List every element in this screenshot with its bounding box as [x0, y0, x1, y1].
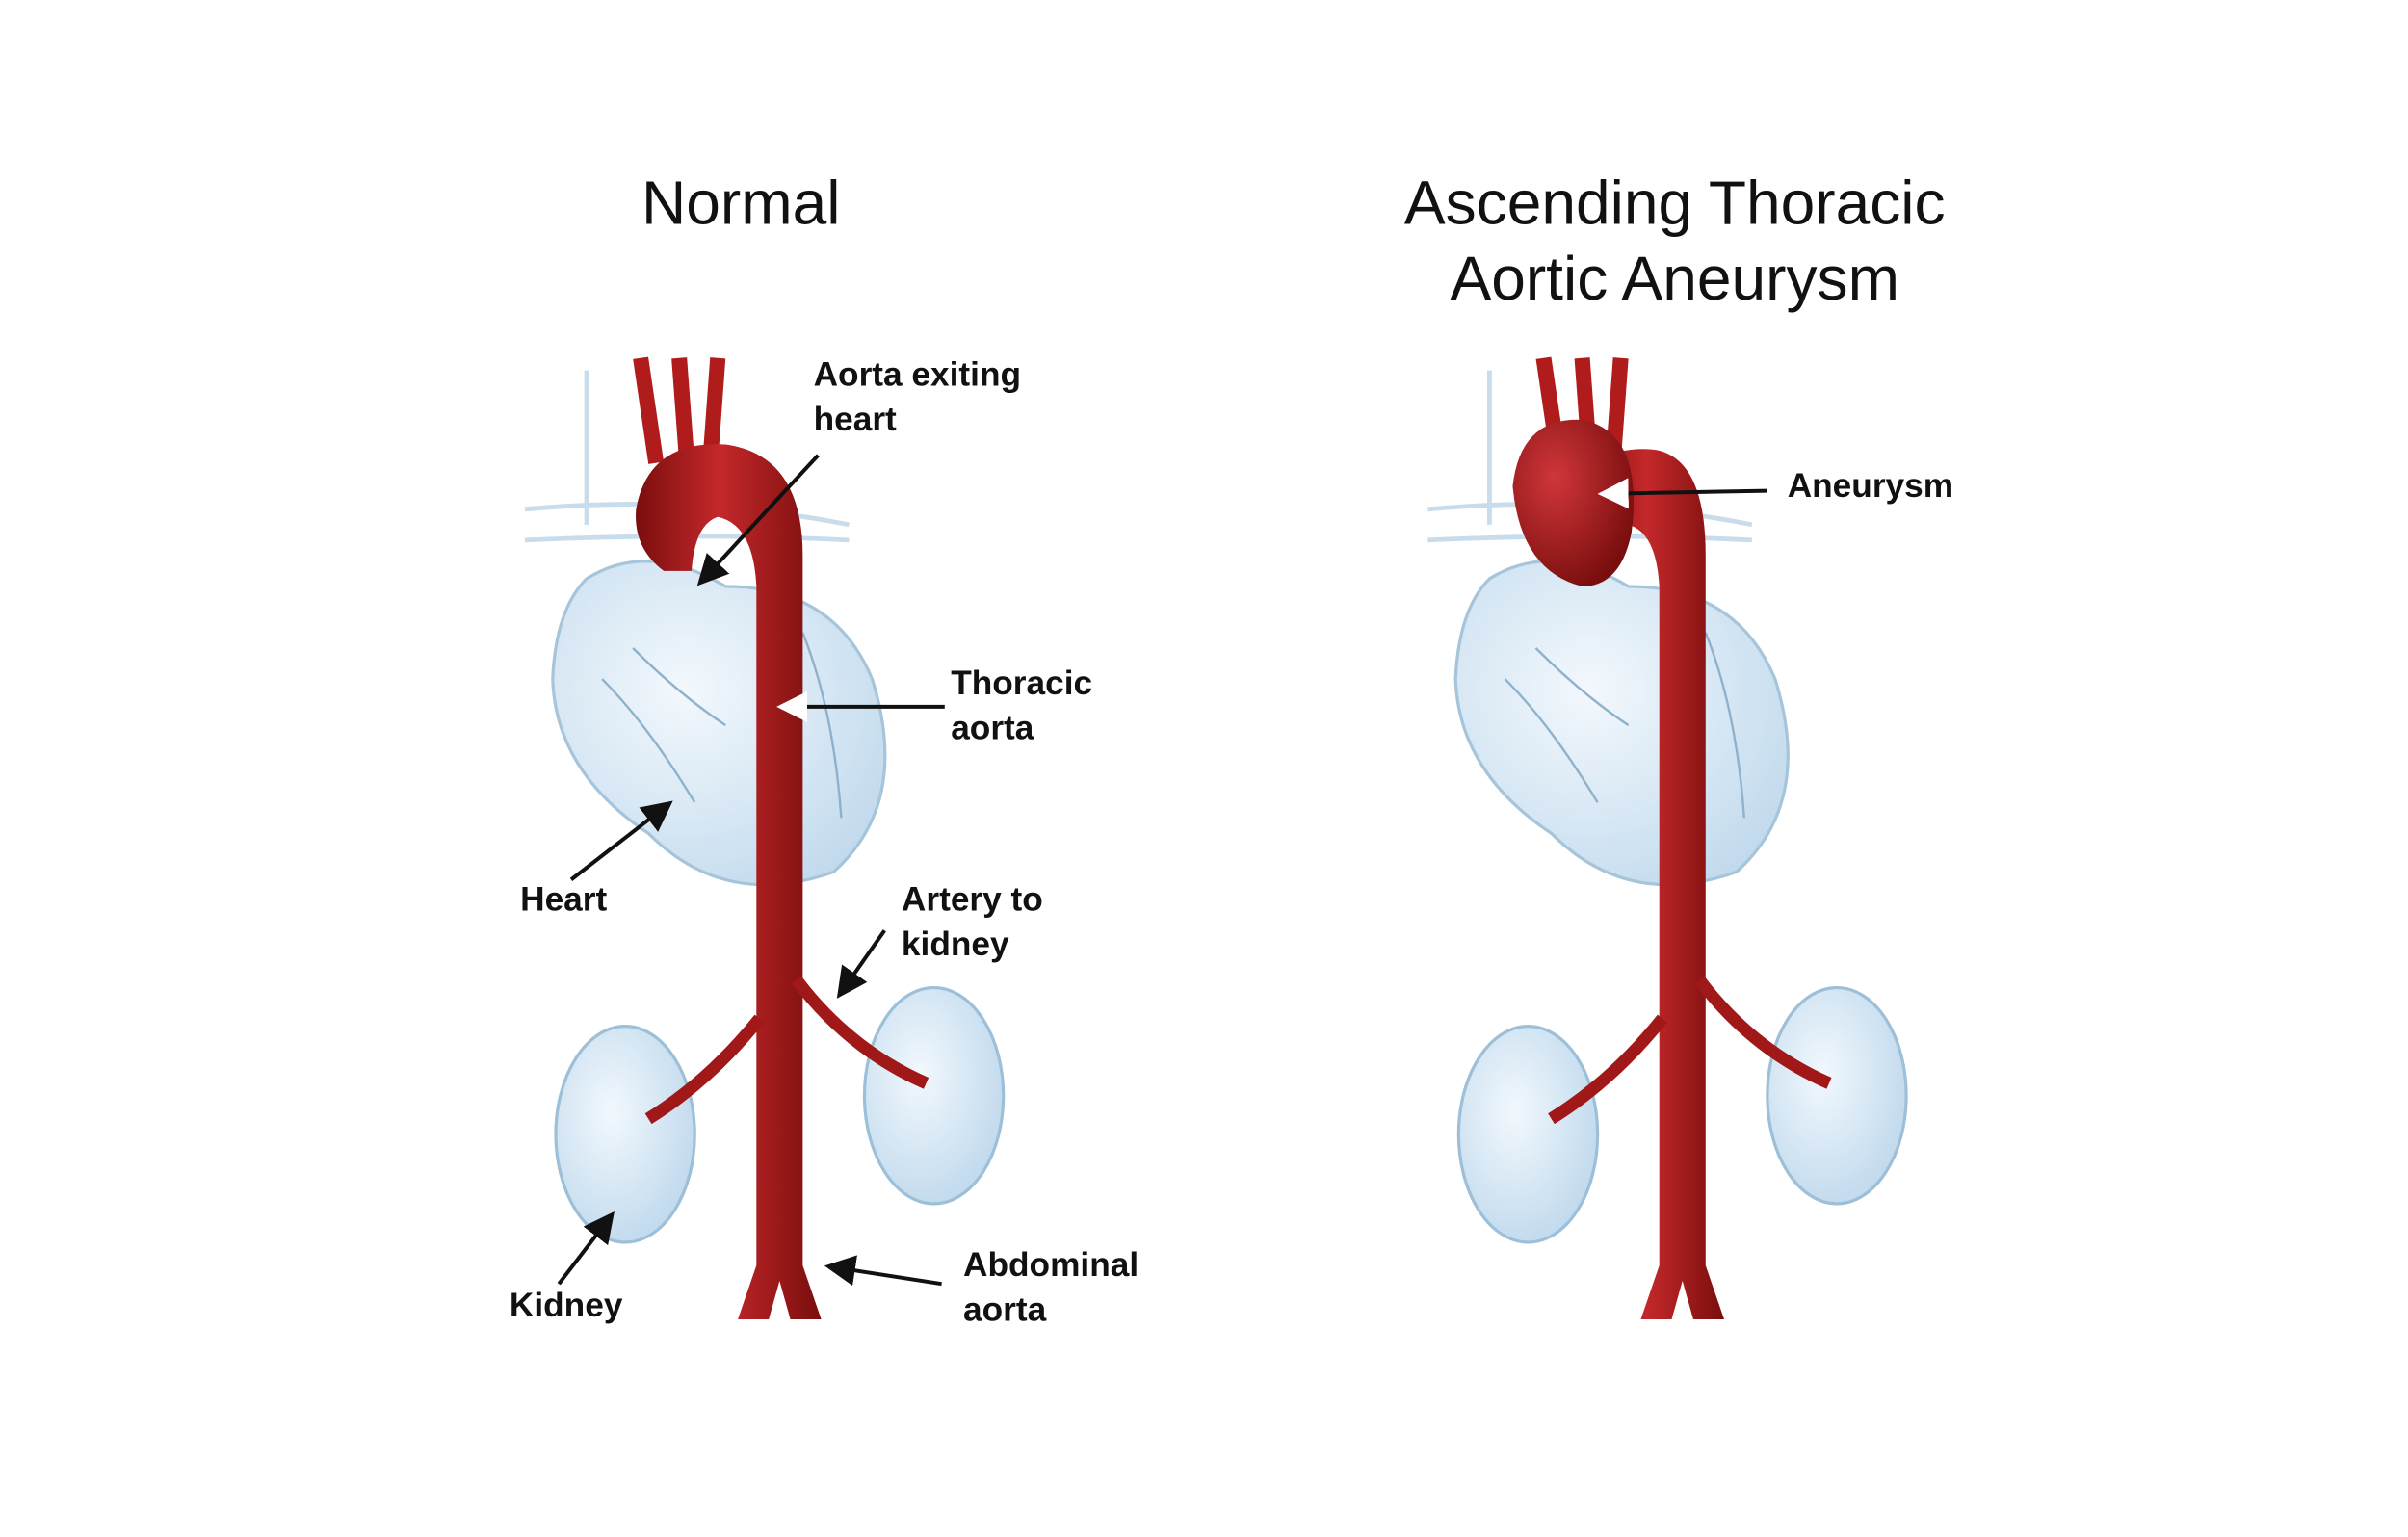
renal-artery-left — [644, 1014, 765, 1125]
normal-anatomy — [524, 356, 1006, 1320]
pointer-aorta-exiting — [696, 454, 820, 586]
label-artery-kidney-2: kidney — [902, 925, 1009, 963]
aorta — [1582, 449, 1725, 1320]
renal-artery-left — [1548, 1014, 1667, 1125]
label-kidney: Kidney — [510, 1287, 623, 1324]
pointer-heart — [569, 800, 673, 881]
label-thoracic-2: aorta — [951, 710, 1034, 747]
title-aneurysm-line2: Aortic Aneurysm — [1450, 244, 1899, 313]
pointer-abdominal — [824, 1255, 942, 1287]
pointer-artery-kidney — [836, 929, 886, 999]
label-artery-kidney-1: Artery to — [902, 880, 1043, 918]
label-aneurysm: Aneurysm — [1788, 467, 1953, 505]
aneurysm-anatomy — [1427, 356, 1908, 1320]
title-aneurysm-line1: Ascending Thoracic — [1404, 168, 1946, 237]
pointer-kidney — [557, 1211, 615, 1286]
renal-artery-right — [791, 976, 929, 1089]
kidney-right — [862, 985, 1006, 1206]
kidney-left — [1456, 1025, 1600, 1244]
kidney-right — [1766, 985, 1908, 1206]
aneurysm-bulge — [1512, 419, 1635, 586]
label-abdominal-1: Abdominal — [963, 1246, 1139, 1284]
label-abdominal-2: aorta — [963, 1291, 1047, 1329]
kidney-left — [554, 1025, 696, 1244]
heart — [551, 560, 887, 887]
pointer-aneurysm — [1597, 478, 1767, 509]
aorta — [636, 444, 822, 1320]
label-aorta-exiting-1: Aorta exiting — [814, 356, 1021, 394]
heart-vessels — [1504, 632, 1746, 819]
renal-artery-right — [1694, 976, 1832, 1089]
label-thoracic-1: Thoracic — [951, 664, 1092, 702]
title-normal: Normal — [641, 168, 841, 237]
heart — [1453, 560, 1790, 887]
label-aorta-exiting-2: heart — [814, 401, 897, 438]
label-heart: Heart — [520, 880, 607, 918]
heart-vessels — [601, 632, 843, 819]
